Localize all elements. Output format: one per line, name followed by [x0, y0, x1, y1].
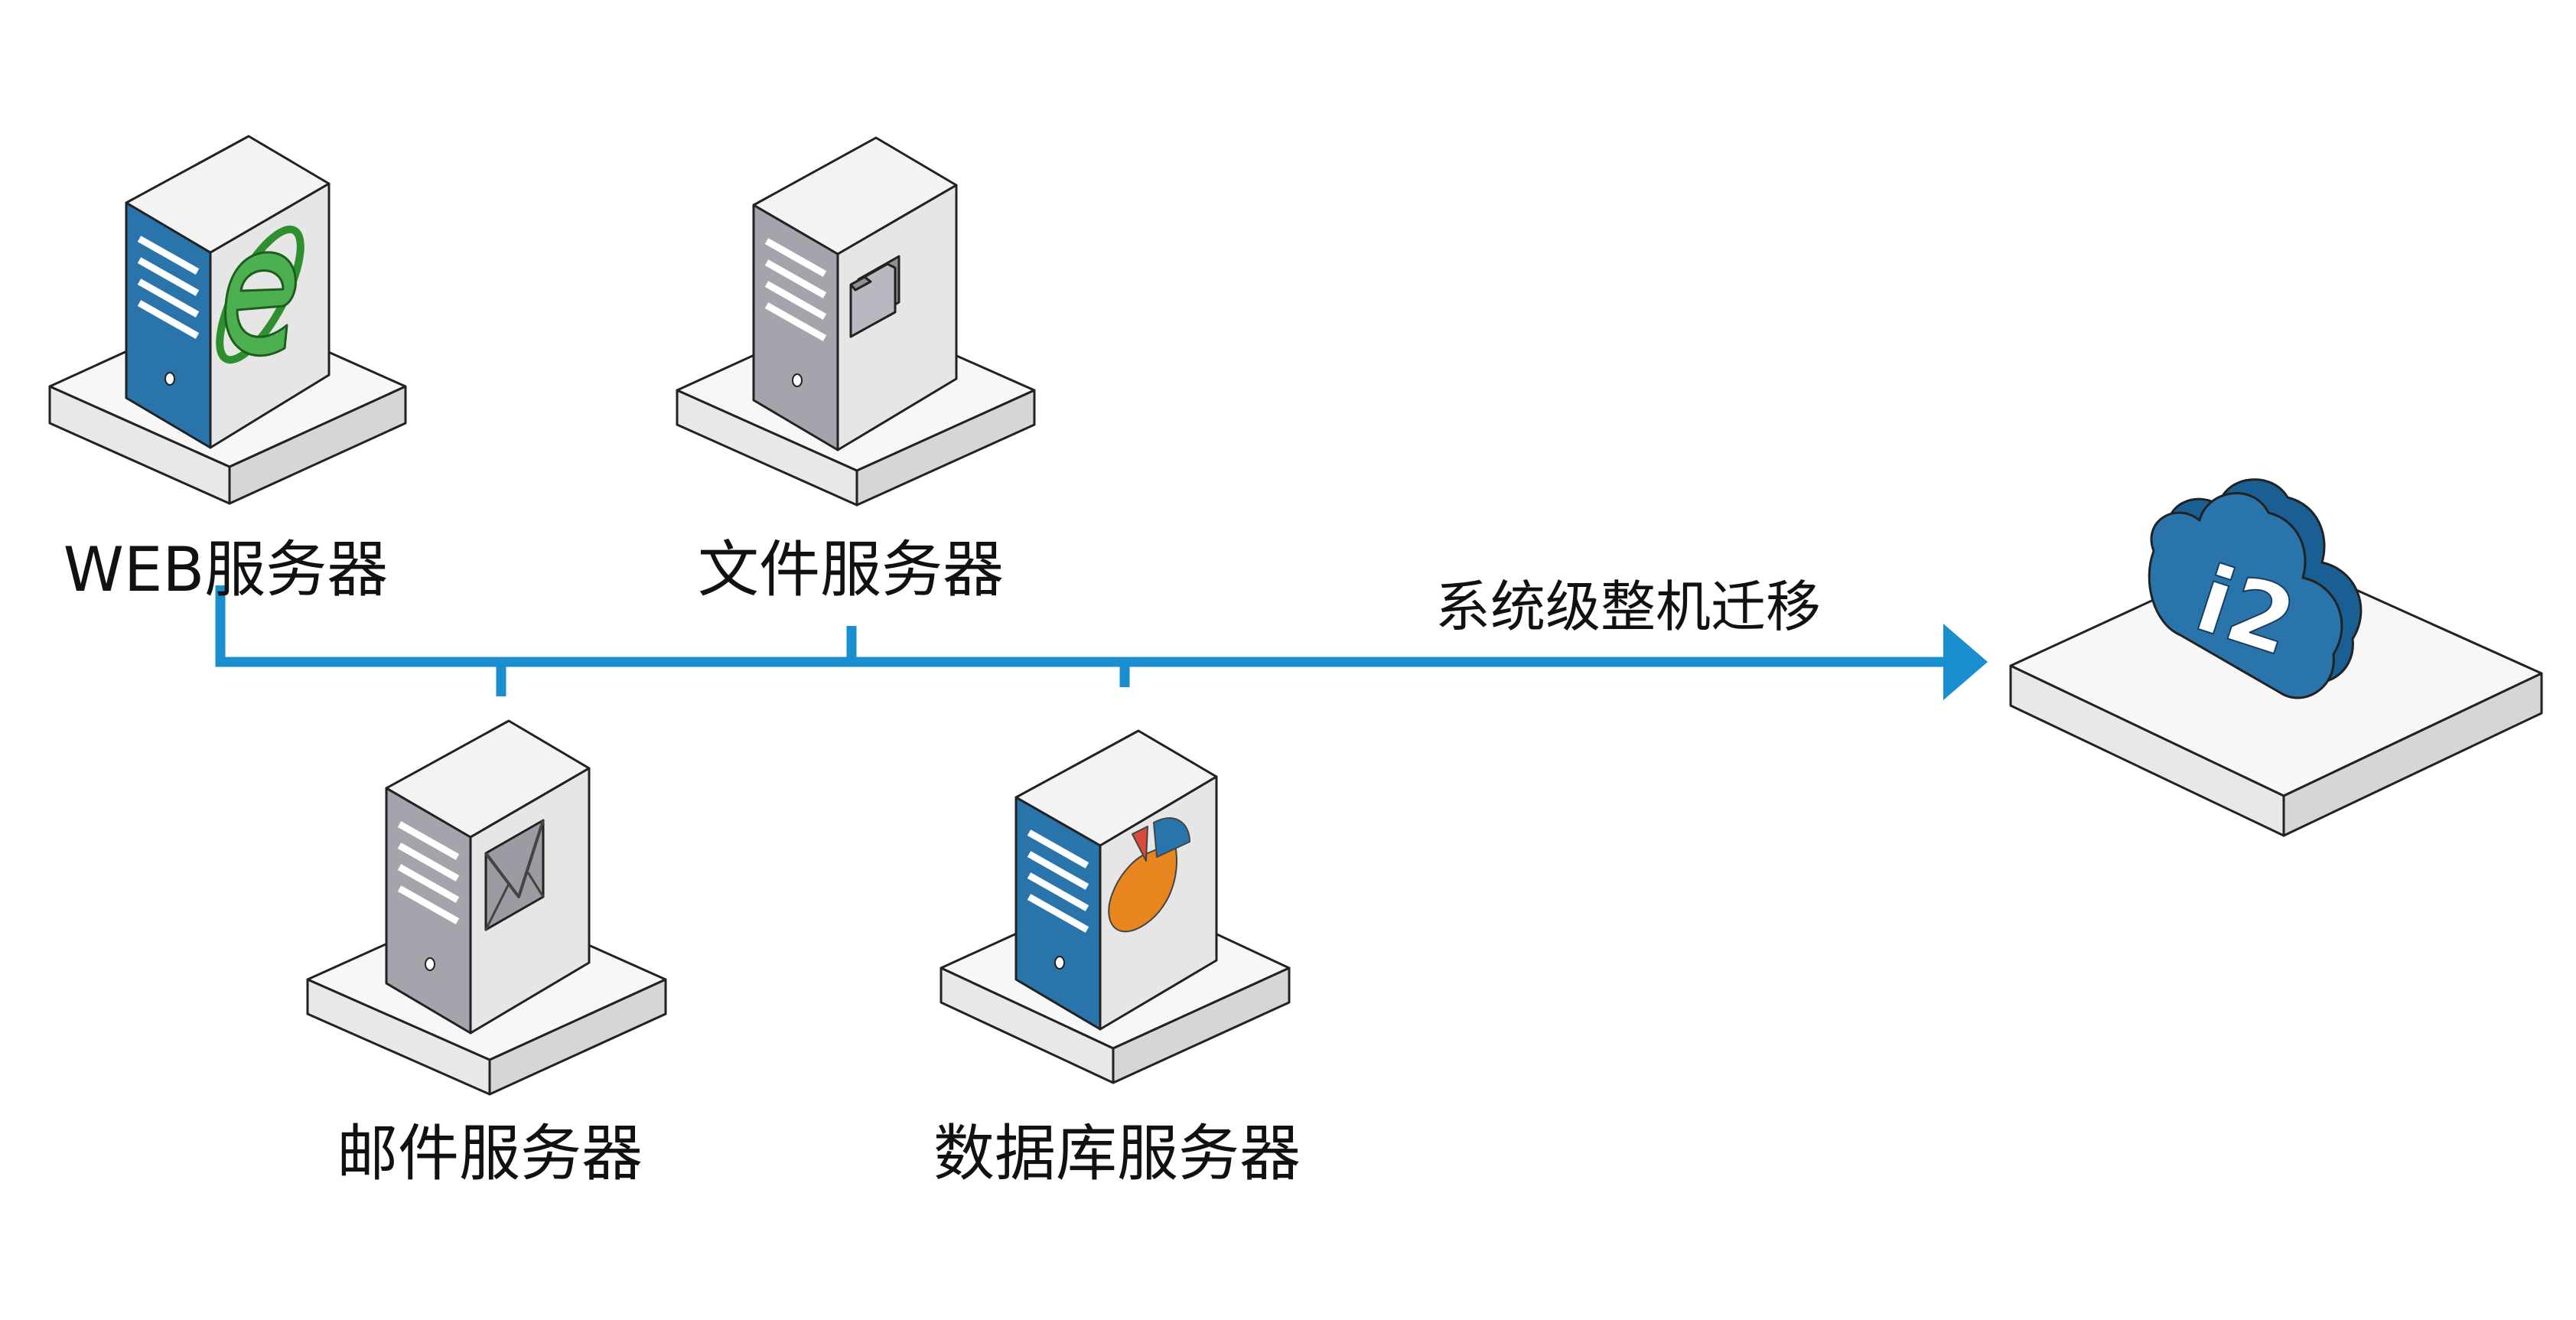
mail-server-label: 邮件服务器	[337, 1118, 643, 1189]
connector-arrowhead	[1943, 624, 1988, 700]
pie-chart-icon	[1108, 817, 1190, 933]
connector-label: 系统级整机迁移	[1435, 575, 1821, 639]
db-server	[940, 729, 1291, 1084]
file-server-label: 文件服务器	[698, 534, 1004, 605]
mail-server	[306, 719, 667, 1096]
connector-bus-line	[215, 585, 1955, 667]
ie-browser-icon	[216, 225, 304, 364]
envelope-icon	[484, 819, 545, 931]
cloud-node: i2	[2009, 478, 2543, 837]
web-server	[48, 135, 407, 505]
db-server-label: 数据库服务器	[933, 1118, 1301, 1189]
file-server	[676, 136, 1036, 507]
web-server-label: WEB服务器	[64, 534, 389, 605]
cloud-icon	[2148, 478, 2363, 699]
folder-icon	[849, 255, 900, 338]
connector: 系统级整机迁移	[215, 575, 1988, 700]
